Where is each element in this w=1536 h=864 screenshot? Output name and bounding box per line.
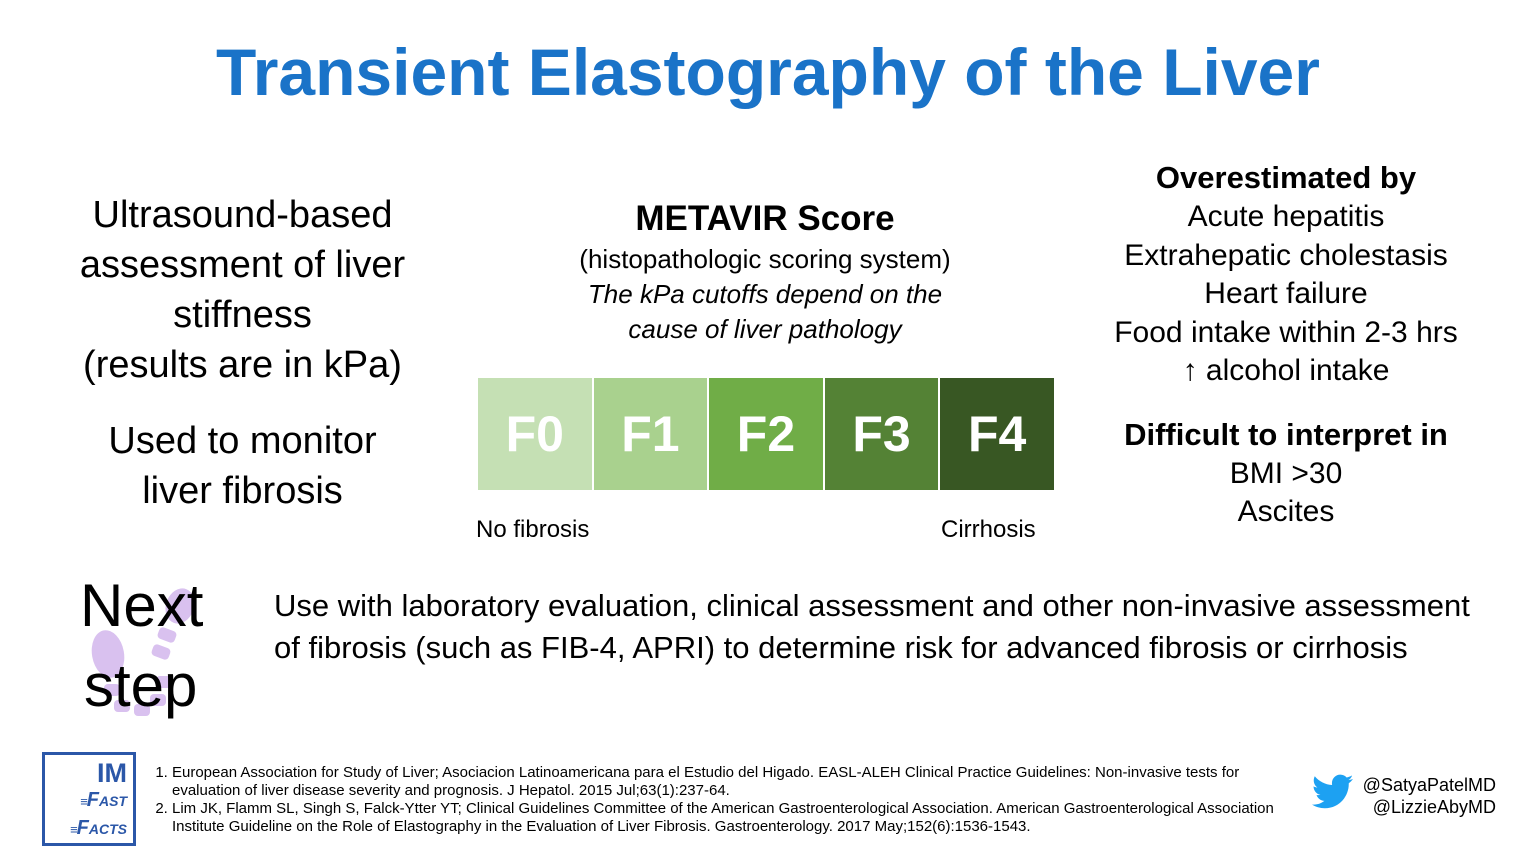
overestimated-item: ↑ alcohol intake	[1182, 354, 1390, 387]
overestimated-item: Heart failure	[1204, 277, 1368, 310]
stage-f1: F1	[593, 378, 710, 490]
metavir-heading: METAVIR Score	[635, 199, 895, 238]
footprints-icon	[91, 588, 195, 716]
stage-f3: F3	[824, 378, 941, 490]
overestimated-heading: Overestimated by	[1155, 160, 1417, 195]
no-fibrosis-label: No fibrosis	[476, 516, 590, 543]
reference-item: European Association for Study of Liver;…	[172, 764, 1298, 800]
overestimated-item: Acute hepatitis	[1187, 200, 1385, 233]
fibrosis-scale: F0 F1 F2 F3 F4	[478, 378, 1054, 490]
difficult-item: Ascites	[1237, 495, 1335, 528]
stage-f0: F0	[478, 378, 594, 490]
limitations-panel: Overestimated by Acute hepatitis Extrahe…	[1090, 158, 1482, 532]
im-fast-facts-logo: IM ≡Fast ≡Facts	[42, 752, 136, 846]
difficult-heading: Difficult to interpret in	[1124, 416, 1448, 452]
metavir-subtitle: (histopathologic scoring system)	[579, 244, 951, 274]
monitor-line: liver fibrosis	[142, 470, 343, 512]
metavir-note: cause of liver pathology	[628, 314, 902, 344]
logo-fast: ≡Fast	[80, 789, 127, 811]
metavir-note: The kPa cutoffs depend on the	[587, 279, 943, 309]
logo-im: IM	[97, 758, 127, 788]
description: Ultrasound-based assessment of liver sti…	[40, 190, 445, 390]
monitor-note: Used to monitor liver fibrosis	[40, 416, 445, 516]
overestimated-item: Extrahepatic cholestasis	[1124, 238, 1448, 272]
social-handles: @SatyaPatelMD @LizzieAbyMD	[1360, 774, 1496, 818]
references: European Association for Study of Liver;…	[148, 764, 1298, 836]
twitter-handle[interactable]: @SatyaPatelMD	[1362, 775, 1496, 795]
description-line: stiffness	[173, 294, 312, 336]
metavir-header: METAVIR Score (histopathologic scoring s…	[520, 196, 1010, 347]
reference-item: Lim JK, Flamm SL, Singh S, Falck-Ytter Y…	[172, 800, 1298, 836]
twitter-icon	[1312, 774, 1354, 809]
monitor-line: Used to monitor	[108, 420, 377, 462]
overestimated-item: Food intake within 2-3 hrs	[1114, 315, 1458, 349]
stage-f2: F2	[709, 378, 825, 490]
twitter-handle[interactable]: @LizzieAbyMD	[1372, 797, 1496, 817]
next-step-badge: Next step	[68, 574, 228, 724]
description-line: (results are in kPa)	[83, 344, 402, 386]
cirrhosis-label: Cirrhosis	[941, 516, 1036, 543]
logo-facts: ≡Facts	[70, 817, 127, 839]
next-step-text: Use with laboratory evaluation, clinical…	[274, 588, 1470, 665]
difficult-item: BMI >30	[1229, 456, 1343, 490]
next-word: Next	[80, 572, 204, 639]
slide-title: Transient Elastography of the Liver	[216, 35, 1320, 109]
step-word: step	[84, 652, 198, 719]
description-line: Ultrasound-based	[92, 194, 393, 236]
stage-f4: F4	[940, 378, 1054, 490]
description-line: assessment of liver	[79, 244, 406, 286]
